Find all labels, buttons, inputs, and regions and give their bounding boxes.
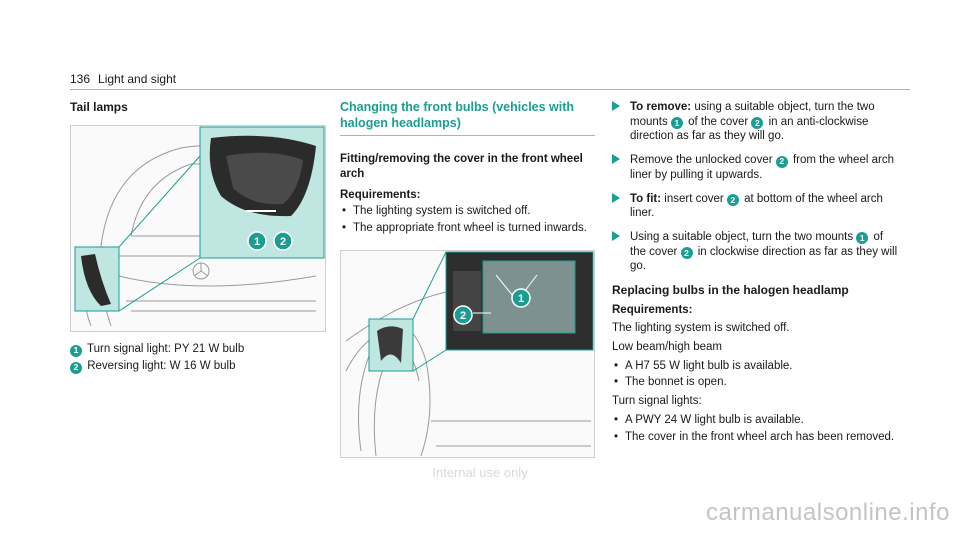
list-item: The appropriate front wheel is turned in…	[340, 221, 595, 236]
heading-rule	[340, 135, 595, 137]
site-watermark: carmanualsonline.info	[706, 499, 950, 527]
legend-item: 1 Turn signal light: PY 21 W bulb	[70, 342, 325, 357]
page-number: 136	[70, 72, 91, 86]
requirements-label: Requirements:	[340, 188, 421, 201]
callout-badge: 2	[726, 194, 739, 207]
front-bulbs-section: Changing the front bulbs (vehicles with …	[340, 100, 595, 458]
instructions-section: To remove: using a suitable object, turn…	[612, 100, 902, 446]
list-item: A PWY 24 W light bulb is available.	[612, 413, 902, 428]
callout-badge: 2	[775, 155, 788, 168]
figure-callout-1	[247, 231, 267, 252]
figure-callout-2-label: 2	[460, 310, 466, 322]
legend-text: Reversing light: W 16 W bulb	[87, 360, 236, 373]
low-beam-list: A H7 55 W light bulb is available. The b…	[612, 359, 902, 390]
halogen-heading: Replacing bulbs in the halogen headlamp	[612, 283, 849, 298]
tail-lamp-figure: 1 2	[70, 125, 326, 333]
step-text: at bottom of the wheel arch liner.	[630, 192, 883, 220]
tail-lamp-legend: 1 Turn signal light: PY 21 W bulb 2 Reve…	[70, 342, 325, 374]
list-item: The bonnet is open.	[612, 375, 902, 390]
section-title: Light and sight	[98, 72, 177, 86]
legend-item: 2 Reversing light: W 16 W bulb	[70, 359, 325, 374]
figure-callout-1	[511, 288, 531, 308]
wheel-arch-figure: 1 2	[340, 249, 595, 458]
turn-signal-list: A PWY 24 W light bulb is available. The …	[612, 413, 902, 444]
requirements-label: Requirements:	[612, 303, 693, 316]
step-fit: To fit: insert cover 2 at bottom of the …	[612, 192, 902, 221]
tail-lamps-section: Tail lamps	[70, 100, 326, 376]
internal-watermark: Internal use only	[432, 465, 528, 480]
step-text: of the cover	[630, 231, 884, 258]
low-beam-label: Low beam/high beam	[612, 340, 722, 353]
front-bulbs-heading: Changing the front bulbs (vehicles with …	[340, 100, 575, 130]
tail-lamps-heading: Tail lamps	[70, 100, 128, 114]
callout-badge: 2	[751, 117, 764, 130]
figure-callout-2	[273, 231, 293, 252]
list-item: The lighting system is switched off.	[340, 204, 595, 219]
callout-badge: 2	[680, 247, 693, 260]
callout-badge: 1	[670, 117, 683, 130]
cover-subheading: Fitting/removing the cover in the front …	[340, 153, 583, 180]
callout-badge: 2	[70, 361, 82, 374]
step-remove-cover: Remove the unlocked cover 2 from the whe…	[612, 153, 902, 182]
wheel-arch-illustration: 1 2	[345, 251, 594, 457]
step-remove: To remove: using a suitable object, turn…	[612, 100, 902, 144]
step-label: To remove:	[630, 101, 692, 113]
list-item: The cover in the front wheel arch has be…	[612, 430, 902, 445]
step-text: in an anti-clockwise direction as far as…	[630, 115, 869, 143]
step-text: of the cover	[688, 115, 749, 128]
step-text: using a suitable object, turn the two mo…	[630, 101, 875, 128]
header-rule	[70, 89, 910, 90]
figure-callout-1-label: 1	[254, 236, 260, 248]
step-arrow-icon	[612, 192, 620, 203]
step-text: insert cover	[664, 192, 724, 205]
requirements-list: The lighting system is switched off. The…	[340, 204, 595, 235]
step-text: Remove the unlocked cover	[630, 154, 773, 167]
step-text: Using a suitable object, turn the two mo…	[630, 231, 854, 244]
figure-callout-1-label: 1	[518, 293, 524, 305]
step-label: To fit:	[630, 192, 662, 205]
step-text: from the wheel arch liner by pulling it …	[630, 154, 894, 181]
step-text: in clockwise direction as far as they wi…	[630, 245, 898, 273]
step-arrow-icon	[612, 154, 620, 165]
legend-text: Turn signal light: PY 21 W bulb	[87, 343, 245, 356]
turn-signal-label: Turn signal lights:	[612, 395, 702, 408]
step-turn: Using a suitable object, turn the two mo…	[612, 230, 902, 274]
page-header: 136 Light and sight	[70, 72, 176, 87]
step-arrow-icon	[612, 101, 620, 111]
tail-lamp-illustration: 1 2	[74, 126, 325, 327]
figure-callout-2	[453, 305, 473, 325]
figure-callout-2-label: 2	[280, 236, 286, 248]
callout-badge: 1	[70, 344, 82, 357]
list-item: A H7 55 W light bulb is available.	[612, 359, 902, 374]
step-arrow-icon	[612, 231, 620, 242]
callout-badge: 1	[856, 232, 869, 245]
requirement-text: The lighting system is switched off.	[612, 322, 790, 335]
